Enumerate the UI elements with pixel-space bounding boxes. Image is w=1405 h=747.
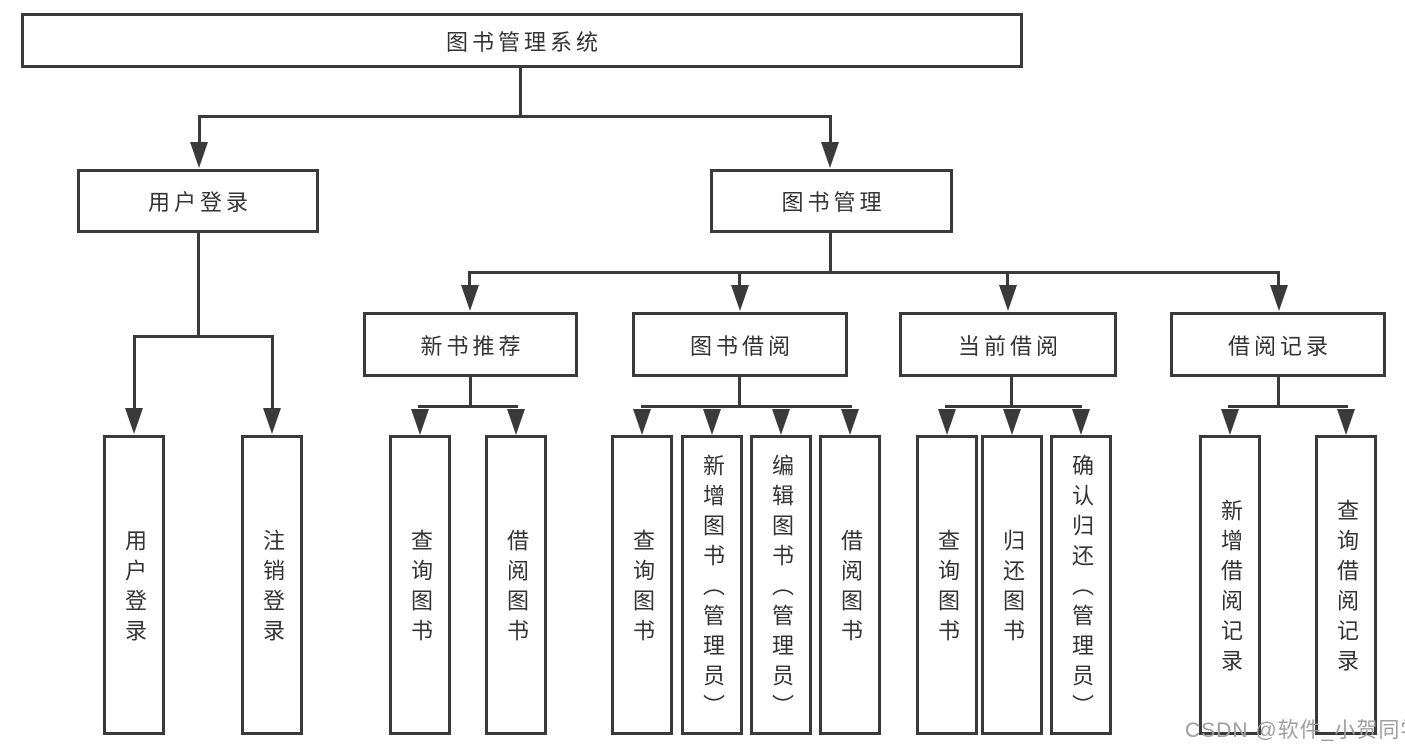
arrow-down-icon [999,285,1017,311]
connector-user-login-split [133,335,274,338]
leaf-user-login: 用户登录 [103,435,165,735]
arrow-down-icon [703,409,721,435]
node-user-login-label: 用户登录 [147,190,252,215]
arrow-down-icon [841,409,859,435]
connector-drop-book-mgmt [829,115,832,144]
leaf-borrow-books: 借阅图书 [485,435,547,735]
arrow-down-icon [411,409,429,435]
connector-drop-level3 [468,271,471,287]
node-root-label: 图书管理系统 [445,29,602,55]
node-book-borrow-label: 图书借阅 [689,333,794,359]
node-book-mgmt: 图书管理 [710,169,953,233]
leaf-label: 新增借阅记录 [1218,499,1243,679]
leaf-query-books: 查询图书 [916,435,978,735]
arrow-down-icon [821,142,839,168]
connector-group-stem [469,377,472,408]
leaf-add-borrow-record: 新增借阅记录 [1199,435,1261,735]
node-current-borrow-label: 当前借阅 [957,333,1062,359]
connector-drop-leaf [271,335,274,411]
connector-book-mgmt-stem [829,233,832,274]
watermark: CSDN @软件_小贺同学 [1185,719,1405,742]
arrow-down-icon [125,408,143,434]
node-borrow-records: 借阅记录 [1170,312,1386,377]
node-new-book-rec: 新书推荐 [363,312,578,377]
connector-group-split [641,405,852,408]
arrow-down-icon [263,408,281,434]
connector-user-login-stem [197,233,200,338]
leaf-confirm-return-admin: 确认归还（管理员） [1050,435,1112,735]
node-book-mgmt-label: 图书管理 [781,190,886,215]
connector-drop-level3 [1006,271,1009,287]
leaf-label: 新增图书（管理员） [700,454,725,724]
leaf-label: 查询借阅记录 [1334,499,1359,679]
connector-root-stem [519,68,522,117]
leaf-edit-books-admin: 编辑图书（管理员） [750,435,812,735]
leaf-label: 编辑图书（管理员） [769,454,794,724]
leaf-query-books: 查询图书 [389,435,451,735]
leaf-label: 归还图书 [1000,529,1025,649]
arrow-down-icon [507,409,525,435]
connector-book-mgmt-split [468,271,1280,274]
leaf-label: 借阅图书 [504,529,529,649]
arrow-down-icon [190,142,208,168]
arrow-down-icon [1072,409,1090,435]
leaf-label: 用户登录 [122,529,147,649]
arrow-down-icon [1337,409,1355,435]
connector-group-split [945,405,1082,408]
node-new-book-rec-label: 新书推荐 [420,333,525,359]
connector-drop-level3 [738,271,741,287]
leaf-label: 确认归还（管理员） [1069,454,1094,724]
leaf-borrow-books: 借阅图书 [819,435,881,735]
connector-group-split [418,405,518,408]
arrow-down-icon [1270,285,1288,311]
leaf-add-books-admin: 新增图书（管理员） [681,435,743,735]
leaf-label: 查询图书 [408,529,433,649]
arrow-down-icon [1221,409,1239,435]
leaf-label: 注销登录 [260,529,285,649]
connector-drop-leaf [133,335,136,411]
leaf-query-books: 查询图书 [611,435,673,735]
connector-drop-level3 [1277,271,1280,287]
node-book-borrow: 图书借阅 [632,312,848,377]
arrow-down-icon [772,409,790,435]
leaf-label: 借阅图书 [838,529,863,649]
connector-group-split [1228,405,1348,408]
arrow-down-icon [461,285,479,311]
arrow-down-icon [633,409,651,435]
leaf-logout: 注销登录 [241,435,303,735]
connector-group-stem [1277,377,1280,408]
arrow-down-icon [731,285,749,311]
arrow-down-icon [938,409,956,435]
node-borrow-records-label: 借阅记录 [1227,333,1332,359]
connector-group-stem [1010,377,1013,408]
connector-drop-user-login [198,115,201,144]
leaf-label: 查询图书 [630,529,655,649]
leaf-query-borrow-record: 查询借阅记录 [1315,435,1377,735]
arrow-down-icon [1003,409,1021,435]
leaf-return-books: 归还图书 [981,435,1043,735]
connector-root-split [198,115,831,118]
connector-group-stem [738,377,741,408]
leaf-label: 查询图书 [935,529,960,649]
node-root: 图书管理系统 [21,13,1023,68]
node-user-login: 用户登录 [77,169,319,233]
node-current-borrow: 当前借阅 [899,312,1117,377]
